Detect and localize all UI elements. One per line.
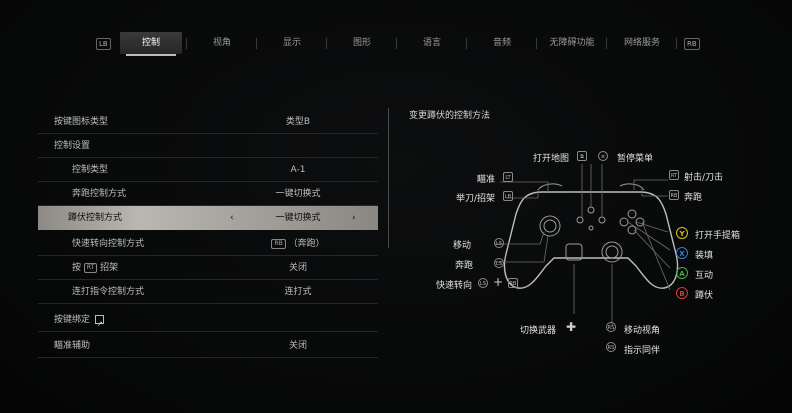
tab-display[interactable]: 显示 <box>282 38 301 48</box>
b-button-icon: B <box>676 287 688 299</box>
setting-crouch-control-selected[interactable]: 蹲伏控制方式 ‹ 一键切换式 › <box>38 206 378 230</box>
setting-value: RB （奔跑） <box>228 232 368 256</box>
label-interact: 互动 <box>695 271 714 281</box>
right-stick-icon: RS <box>606 322 616 332</box>
label-move: 移动 <box>453 241 472 251</box>
label-open-map: 打开地图 <box>533 154 570 164</box>
label-instruct-partner: 指示同伴 <box>624 346 661 356</box>
label-open-case: 打开手提箱 <box>695 231 741 241</box>
setting-label: 奔跑控制方式 <box>72 189 127 199</box>
setting-key-bindings[interactable]: 按键绑定 <box>38 308 378 336</box>
scrollbar[interactable] <box>388 108 389 248</box>
right-stick-press-icon: RS <box>606 342 616 352</box>
setting-label: 蹲伏控制方式 <box>68 213 123 223</box>
rt-trigger-icon: RT <box>669 170 679 180</box>
plus-icon: + <box>493 275 504 289</box>
a-button-icon: A <box>676 267 688 279</box>
top-tab-bar: LB 控制 视角 显示 图形 语言 音频 无障碍功能 网络服务 RB <box>0 32 792 56</box>
label-quick-turn: 快速转向 <box>436 281 473 291</box>
tab-camera[interactable]: 视角 <box>212 38 231 48</box>
external-link-icon <box>95 312 105 336</box>
label-sprint-ls: 奔跑 <box>455 261 474 271</box>
left-stick-press-icon: LS <box>494 258 504 268</box>
rb-bumper-icon[interactable]: RB <box>684 38 700 50</box>
lb-bumper-icon[interactable]: LB <box>96 38 111 50</box>
label-shoot-knife: 射击/刀击 <box>684 173 724 183</box>
tab-language[interactable]: 语言 <box>422 38 441 48</box>
left-stick-press-icon: LS <box>478 278 488 288</box>
setting-label: 瞄准辅助 <box>54 341 91 351</box>
rb-button-icon: RB <box>271 238 286 249</box>
setting-control-settings-header: 控制设置 <box>38 134 378 158</box>
label-reload: 装填 <box>695 251 714 261</box>
setting-label: 按键绑定 <box>54 308 105 336</box>
menu-button-icon: ≡ <box>598 151 608 161</box>
label-aim: 瞄准 <box>477 175 496 185</box>
view-button-icon: ⧉ <box>577 151 587 161</box>
setting-label: 按键图标类型 <box>54 117 109 127</box>
y-button-icon: Y <box>676 227 688 239</box>
setting-value: 一键切换式 <box>275 189 321 199</box>
panel-title: 变更蹲伏的控制方法 <box>409 111 491 121</box>
setting-value: 一键切换式 <box>275 213 321 223</box>
rt-trigger-icon: RT <box>83 262 98 273</box>
tab-controls[interactable]: 控制 <box>120 32 182 56</box>
setting-value: 关闭 <box>288 341 307 351</box>
tab-network[interactable]: 网络服务 <box>623 38 660 48</box>
label-sprint-rb: 奔跑 <box>684 193 703 203</box>
controller-diagram <box>494 164 679 326</box>
arrow-right-icon[interactable]: › <box>352 213 356 223</box>
setting-value: A-1 <box>290 165 306 175</box>
setting-control-type[interactable]: 控制类型 A-1 <box>38 158 378 182</box>
tab-audio[interactable]: 音频 <box>492 38 511 48</box>
dpad-icon: ✚ <box>566 320 577 334</box>
label-pause-menu: 暂停菜单 <box>617 154 654 164</box>
section-header: 控制设置 <box>54 141 91 151</box>
x-button-icon: X <box>676 247 688 259</box>
setting-value: 连打式 <box>284 287 312 297</box>
tab-graphics[interactable]: 图形 <box>352 38 371 48</box>
lt-trigger-icon: LT <box>503 172 513 182</box>
arrow-left-icon[interactable]: ‹ <box>230 213 234 223</box>
setting-label: 连打指令控制方式 <box>72 287 145 297</box>
setting-rapid-press-control[interactable]: 连打指令控制方式 连打式 <box>38 280 378 304</box>
setting-value: 类型B <box>285 117 311 127</box>
rb-bumper-icon: RB <box>508 278 518 288</box>
setting-label: 控制类型 <box>72 165 109 175</box>
setting-quick-turn-control[interactable]: 快速转向控制方式 RB （奔跑） <box>38 232 378 256</box>
setting-button-icon-type[interactable]: 按键图标类型 类型B <box>38 110 378 134</box>
label-move-camera: 移动视角 <box>624 326 661 336</box>
label-crouch: 蹲伏 <box>695 291 714 301</box>
rb-bumper-icon: RB <box>669 190 679 200</box>
label-switch-weapon: 切换武器 <box>520 326 557 336</box>
lb-bumper-icon: LB <box>503 191 513 201</box>
label-knife-parry: 举刀/招架 <box>456 194 496 204</box>
left-stick-icon: LS <box>494 238 504 248</box>
setting-value: 关闭 <box>288 263 307 273</box>
setting-label: 按 RT 招架 <box>72 262 119 273</box>
setting-sprint-control[interactable]: 奔跑控制方式 一键切换式 <box>38 182 378 206</box>
setting-rt-parry[interactable]: 按 RT 招架 关闭 <box>38 256 378 280</box>
setting-aim-assist[interactable]: 瞄准辅助 关闭 <box>38 334 378 358</box>
setting-label: 快速转向控制方式 <box>72 239 145 249</box>
tab-accessibility[interactable]: 无障碍功能 <box>549 38 595 48</box>
